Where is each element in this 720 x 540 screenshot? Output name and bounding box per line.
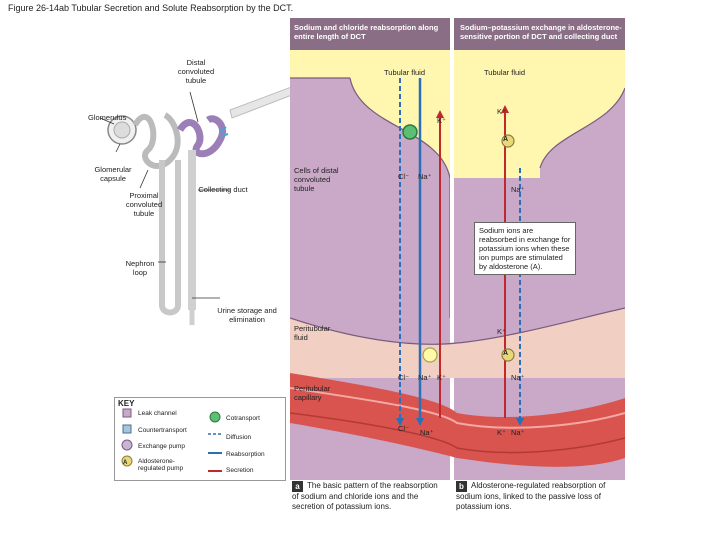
- cotransport-symbol: [402, 124, 418, 140]
- nephron-loop-shape: [159, 160, 181, 316]
- panel-b-header-box: [454, 18, 625, 50]
- nephron-loop-label: Nephron loop: [125, 259, 155, 277]
- ion-na-top: Na⁺: [418, 172, 432, 181]
- caption-b-badge: b: [456, 481, 467, 492]
- key-aldosterone-letter: A: [123, 460, 128, 466]
- ion-na-bottom: Na⁺: [420, 428, 434, 437]
- key-exchange-pump: Exchange pump: [138, 443, 185, 450]
- caption-a-text: The basic pattern of the reabsorption of…: [292, 481, 438, 511]
- key-aldosterone-pump: Aldosterone-regulated pump: [138, 458, 184, 472]
- aldosterone-letter-top: A: [503, 136, 509, 143]
- peritubular-capillary-label: Peritubular capillary: [294, 384, 331, 402]
- key-cotransport: Cotransport: [226, 415, 260, 422]
- zoom-arrow-icon: [229, 86, 290, 119]
- panel-b-header: Sodium–potassium exchange in aldosterone…: [460, 23, 622, 41]
- ion-k-b-bottom: K⁺: [497, 428, 506, 437]
- key-diffusion: Diffusion: [226, 434, 252, 441]
- panel-b-tubular-fluid: Tubular fluid: [484, 68, 525, 77]
- key-reabsorption: Reabsorption: [226, 451, 265, 458]
- caption-a-badge: a: [292, 481, 303, 492]
- exchange-pump-icon: [121, 439, 133, 451]
- panel-a-header: Sodium and chloride reabsorption along e…: [294, 23, 439, 41]
- leak-channel-icon: [122, 408, 132, 418]
- panel-a-header-box: [290, 18, 450, 50]
- nephron-illustration: [99, 86, 290, 325]
- ion-k-b-mid: K⁺: [497, 327, 506, 336]
- collecting-duct-label: Collecting duct: [198, 185, 248, 194]
- ion-na-b-mid: Na⁺: [511, 373, 525, 382]
- ion-k-b-top: K⁺: [497, 107, 506, 116]
- panel-a-tubular-fluid: Tubular fluid: [384, 68, 425, 77]
- dct-detail-diagram: [290, 18, 625, 480]
- proximal-tubule-label: Proximal convoluted tubule: [125, 191, 163, 218]
- aldosterone-pump-top: [501, 134, 515, 148]
- ion-na-b-bottom: Na⁺: [511, 428, 525, 437]
- urine-storage-label: Urine storage and elimination: [217, 306, 277, 324]
- cotransport-icon: [209, 411, 221, 423]
- caption-b-text: Aldosterone-regulated reabsorption of so…: [456, 481, 606, 511]
- key-box: [114, 397, 286, 481]
- ion-na-mid: Na⁺: [418, 373, 432, 382]
- key-countertransport: Countertransport: [138, 427, 187, 434]
- dct-cells-label: Cells of distal convoluted tubule: [294, 166, 339, 193]
- glomerulus-label: Glomerulus: [88, 113, 127, 122]
- ion-cl-bottom: Cl⁻: [398, 424, 410, 433]
- figure-title: Figure 26-14ab Tubular Secretion and Sol…: [8, 3, 294, 13]
- countertransport-icon: [122, 424, 132, 434]
- key-leak-channel: Leak channel: [138, 410, 177, 417]
- aldosterone-note-box: Sodium ions are reabsorbed in exchange f…: [474, 222, 576, 275]
- distal-tubule-shape: [177, 115, 226, 158]
- key-title: KEY: [118, 399, 135, 408]
- ion-na-b-top: Na⁺: [511, 185, 525, 194]
- exchange-pump-symbol: [422, 347, 438, 363]
- aldosterone-pump-icon: [121, 455, 133, 467]
- peritubular-fluid-label: Peritubular fluid: [294, 324, 331, 342]
- capillary-area: [290, 373, 625, 467]
- key-symbols: [121, 408, 222, 472]
- tubular-fluid-area: [290, 48, 625, 178]
- key-secretion: Secretion: [226, 467, 254, 474]
- aldosterone-letter-bottom: A: [503, 350, 509, 357]
- ion-cl-top: Cl⁻: [398, 172, 410, 181]
- distal-tubule-label: Distal convoluted tubule: [177, 58, 215, 85]
- ion-k-mid: K⁺: [437, 373, 446, 382]
- aldosterone-pump-bottom: [501, 348, 515, 362]
- glomerular-capsule-label: Glomerular capsule: [94, 165, 132, 183]
- proximal-tubule-shape: [132, 112, 181, 169]
- ion-k-top: K⁺: [437, 116, 446, 125]
- ion-cl-mid: Cl⁻: [398, 373, 410, 382]
